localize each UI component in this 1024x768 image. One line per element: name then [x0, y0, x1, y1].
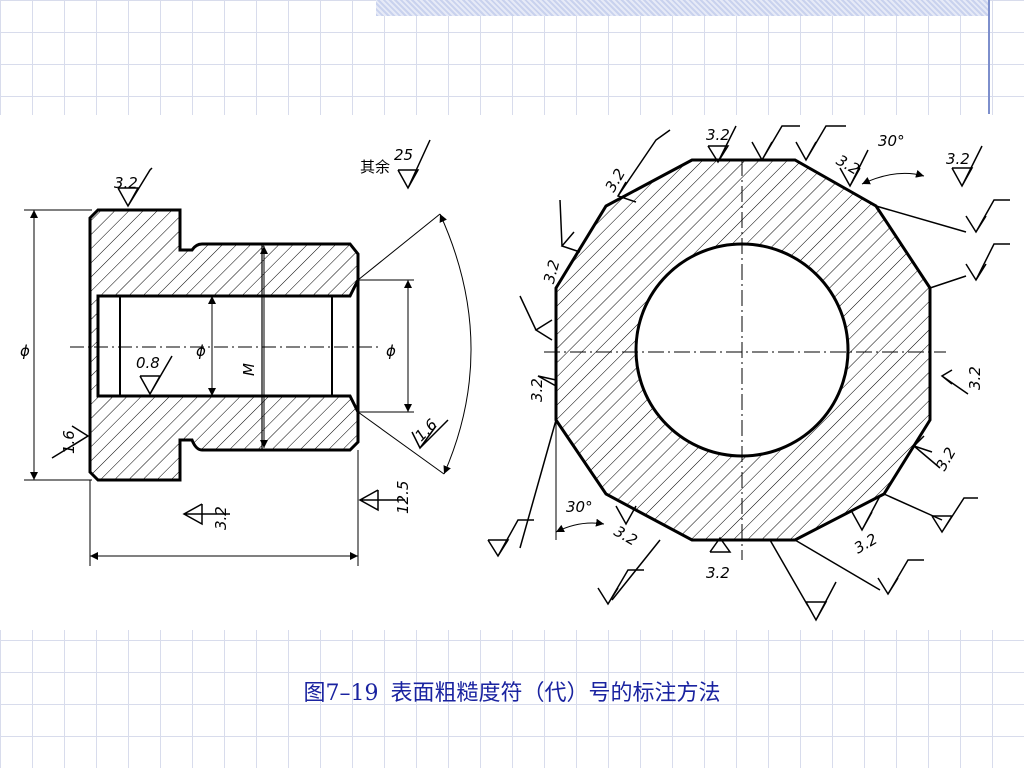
- ring-roughness-far-right: 3.2: [946, 150, 970, 168]
- roughness-label-bottom: 3.2: [212, 506, 230, 530]
- ring-roughness-upper-right: 3.2: [833, 151, 863, 179]
- other-surfaces-prefix: 其余: [360, 158, 390, 176]
- ring-angle-bottom: 30°: [566, 498, 593, 516]
- ring-angle-top: 30°: [878, 132, 905, 150]
- roughness-label-bore: 0.8: [136, 354, 160, 372]
- other-surfaces-value: 25: [394, 146, 413, 164]
- figure-caption: 图7–19 表面粗糙度符（代）号的标注方法: [0, 675, 1024, 707]
- figure-number: 图7–19: [303, 681, 379, 706]
- ring-roughness-left-upper: 3.2: [540, 258, 564, 286]
- ring-roughness-top: 3.2: [706, 126, 730, 144]
- diameter-label-outer: ϕ: [20, 342, 30, 360]
- ring-roughness-upper-left: 3.2: [602, 165, 630, 195]
- ring-roughness-bottom: 3.2: [706, 564, 730, 582]
- bushing-bore: [96, 279, 360, 413]
- header-band: [376, 0, 988, 16]
- figure-title: 表面粗糙度符（代）号的标注方法: [390, 681, 721, 706]
- header-rule: [988, 0, 990, 114]
- thread-label: M: [240, 363, 258, 376]
- roughness-label-left: 1.6: [60, 430, 78, 454]
- ring-roughness-bottom-right: 3.2: [851, 530, 881, 558]
- ring-roughness-lower-right: 3.2: [932, 444, 960, 474]
- diameter-label-end: ϕ: [386, 342, 396, 360]
- ring-section: [487, 125, 1010, 622]
- diameter-label-bore: ϕ: [196, 342, 206, 360]
- ring-roughness-left: 3.2: [528, 378, 546, 402]
- roughness-label-top-left: 3.2: [114, 174, 138, 192]
- ring-roughness-right: 3.2: [966, 366, 984, 390]
- ring-roughness-bottom-left: 3.2: [611, 522, 641, 550]
- roughness-label-end: 12.5: [394, 481, 412, 514]
- bushing-section: [24, 139, 472, 566]
